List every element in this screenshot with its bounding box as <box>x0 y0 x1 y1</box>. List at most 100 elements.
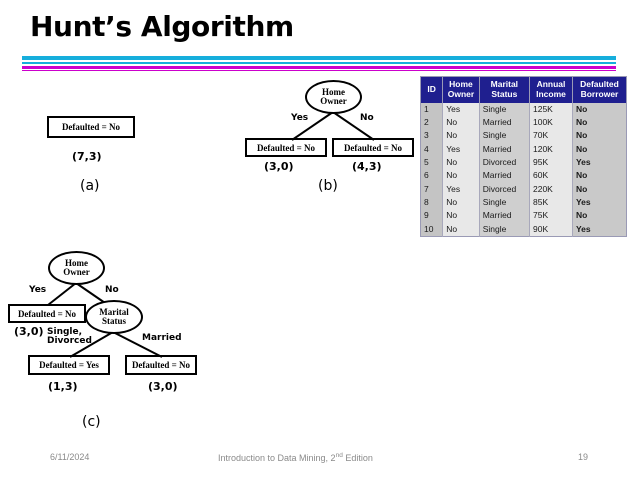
cell-marital-status: Married <box>479 209 530 223</box>
cell-annual-income: 60K <box>529 169 573 183</box>
tree-b-left-leaf-label: Defaulted = No <box>256 142 316 153</box>
cell-defaulted: No <box>572 115 627 130</box>
cell-defaulted: No <box>572 209 627 223</box>
cell-id: 7 <box>420 182 444 196</box>
tree-c-marital-label-line2: Status <box>101 316 126 326</box>
tree-c-edge-married: Married <box>142 333 182 343</box>
cell-defaulted: Yes <box>572 195 627 210</box>
tree-c-edge-single-divorced-line1: Single, <box>47 327 83 337</box>
table-col-defaulted-borrower-line2: Borrower <box>580 88 619 99</box>
footer-edition: Introduction to Data Mining, 2nd Edition <box>218 452 373 463</box>
tree-a-root-counts: (7,3) <box>72 150 102 163</box>
table-col-id-line1: ID <box>427 83 436 94</box>
tree-c-edge-single-divorced: Single, Divorced <box>47 327 92 347</box>
tree-b-left-leaf-counts: (3,0) <box>264 160 294 173</box>
tree-b-root-label-line1: Home <box>322 86 345 97</box>
cell-marital-status: Married <box>479 169 530 183</box>
cell-annual-income: 220K <box>529 182 573 196</box>
tree-c-left-leaf-label: Defaulted = No <box>17 308 77 319</box>
cell-marital-status: Single <box>479 195 530 210</box>
accent-rule-magenta <box>22 66 616 69</box>
tree-c-leaf-right-box: Defaulted = No <box>125 355 197 375</box>
cell-id: 2 <box>420 115 444 130</box>
tree-c-leaf-left-label: Defaulted = Yes <box>39 360 99 370</box>
footer-edition-sup: nd <box>335 452 343 459</box>
tree-c-edge-yes: Yes <box>29 285 47 295</box>
tree-b-right-leaf-label: Defaulted = No <box>343 142 403 153</box>
cell-annual-income: 85K <box>529 195 573 210</box>
accent-rule-cyan-thin <box>22 62 616 64</box>
footer-edition-post: Edition <box>342 453 373 463</box>
accent-rule-cyan-thick <box>22 56 616 60</box>
tree-b-right-leaf-counts: (4,3) <box>352 160 382 173</box>
page-title: Hunt’s Algorithm <box>30 10 294 43</box>
tree-b-root-node: Home Owner <box>305 80 362 114</box>
cell-id: 1 <box>420 102 444 116</box>
cell-defaulted: Yes <box>572 155 627 170</box>
cell-marital-status: Single <box>479 129 530 143</box>
cell-marital-status: Single <box>479 222 530 237</box>
cell-marital-status: Married <box>479 115 530 130</box>
cell-defaulted: No <box>572 129 627 143</box>
tree-a-root-box: Defaulted = No <box>47 116 135 138</box>
figure-label-a: (a) <box>80 178 100 194</box>
cell-marital-status: Divorced <box>479 155 530 170</box>
table-col-marital-status-line1: Marital <box>490 79 519 89</box>
cell-id: 4 <box>420 142 444 156</box>
footer-date: 6/11/2024 <box>50 452 90 462</box>
cell-annual-income: 100K <box>529 115 573 130</box>
tree-c-leaf-left-counts: (1,3) <box>48 380 78 393</box>
cell-home-owner: Yes <box>442 102 480 116</box>
cell-annual-income: 95K <box>529 155 573 170</box>
footer-page-number: 19 <box>578 452 589 462</box>
table-col-home-owner-line2: Owner <box>447 88 475 99</box>
tree-b-edge-no: No <box>360 113 374 123</box>
tree-c-left-leaf-box: Defaulted = No <box>8 304 86 323</box>
tree-c-edge-no: No <box>105 285 119 295</box>
tree-b-left-leaf-box: Defaulted = No <box>245 138 327 157</box>
cell-home-owner: No <box>442 115 480 130</box>
cell-annual-income: 120K <box>529 142 573 156</box>
cell-defaulted: No <box>572 142 627 156</box>
tree-c-root-label-line1: Home <box>65 257 88 268</box>
figure-label-b: (b) <box>318 178 338 194</box>
tree-c-leaf-left-box: Defaulted = Yes <box>28 355 110 375</box>
table-col-annual-income-line1: Annual <box>536 79 566 89</box>
cell-defaulted: Yes <box>572 222 627 237</box>
cell-home-owner: Yes <box>442 182 480 196</box>
cell-marital-status: Divorced <box>479 182 530 196</box>
cell-defaulted: No <box>572 182 627 196</box>
tree-c-left-leaf-counts: (3,0) <box>14 325 44 338</box>
cell-home-owner: No <box>442 129 480 143</box>
table-col-id: ID <box>420 76 444 103</box>
tree-c-root-label-line2: Owner <box>63 267 90 277</box>
footer-edition-pre: Introduction to Data Mining, 2 <box>218 453 336 463</box>
cell-id: 9 <box>420 209 444 223</box>
cell-home-owner: No <box>442 209 480 223</box>
cell-home-owner: Yes <box>442 142 480 156</box>
table-col-home-owner-line1: Home <box>449 79 473 89</box>
tree-c-marital-node: Marital Status <box>85 300 143 334</box>
cell-annual-income: 90K <box>529 222 573 237</box>
cell-defaulted: No <box>572 169 627 183</box>
cell-id: 10 <box>420 222 444 237</box>
cell-id: 3 <box>420 129 444 143</box>
cell-annual-income: 125K <box>529 102 573 116</box>
table-col-annual-income-line2: Income <box>536 88 566 99</box>
tree-c-edge-single-divorced-line2: Divorced <box>47 336 92 347</box>
tree-b-root-label-line2: Owner <box>320 96 347 106</box>
tree-c-leaf-right-label: Defaulted = No <box>131 360 191 370</box>
